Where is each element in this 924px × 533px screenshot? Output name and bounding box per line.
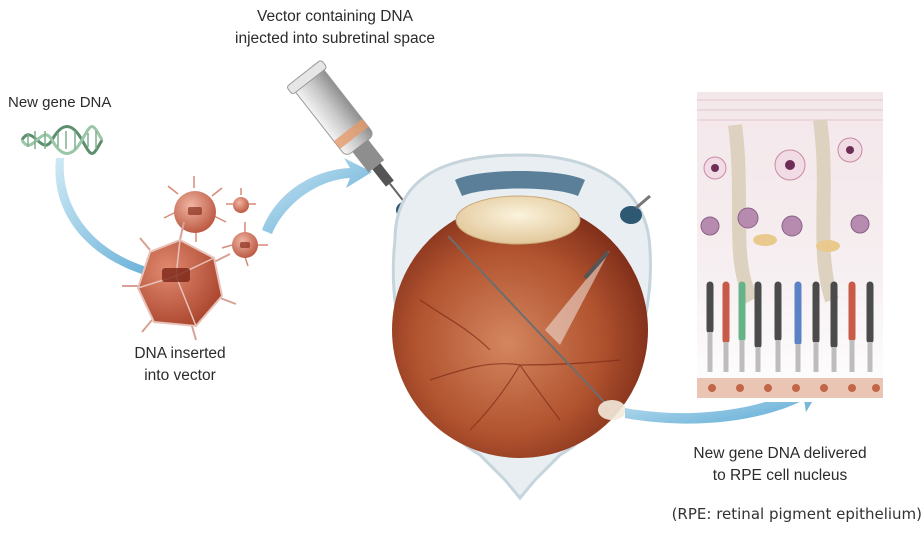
label-dna-inserted: DNA inserted into vector [110,343,250,387]
vector-particle [122,222,236,340]
label-vector-injected: Vector containing DNA injected into subr… [205,6,465,50]
label-dna-delivered: New gene DNA delivered to RPE cell nucle… [650,443,910,487]
label-vector-line1: Vector containing DNA [205,6,465,28]
label-delivered-line1: New gene DNA delivered [650,443,910,465]
retina-layers-icon [697,92,883,402]
arrow-vector-to-syringe [262,158,372,234]
footnote-rpe: (RPE: retinal pigment epithelium) [610,503,922,525]
label-inserted-line1: DNA inserted [110,343,250,365]
label-vector-line2: injected into subretinal space [205,28,465,50]
label-inserted-line2: into vector [110,365,250,387]
eye-cross-section-icon [392,155,650,498]
dna-helix-icon [22,127,102,154]
label-new-gene-dna: New gene DNA [8,92,128,114]
label-delivered-line2: to RPE cell nucleus [650,465,910,487]
